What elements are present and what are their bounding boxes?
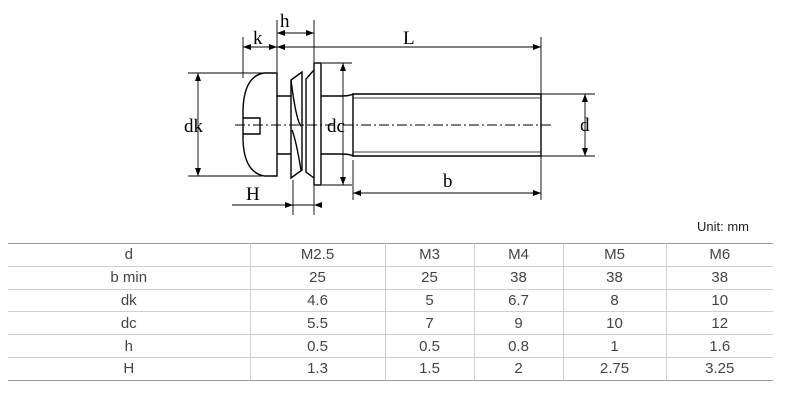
table-cell: 0.5 <box>384 334 475 358</box>
table-cell: 8 <box>562 288 667 313</box>
table-cell: 1 <box>562 334 667 358</box>
label-h: h <box>280 11 290 32</box>
head-slot <box>243 117 261 135</box>
unit-note: Unit: mm <box>697 219 749 234</box>
table-cell: 2 <box>473 356 564 381</box>
row-label-cell: h <box>8 334 251 358</box>
table-cell: 2.75 <box>562 356 667 381</box>
row-label-cell: d <box>8 243 251 267</box>
screw-head <box>242 72 278 177</box>
table-cell: 10 <box>562 311 667 336</box>
table-cell: 1.6 <box>665 334 773 358</box>
table-cell: 25 <box>249 265 386 290</box>
table-cell: 7 <box>384 311 475 336</box>
label-b: b <box>443 171 453 192</box>
table-cell: M3 <box>384 243 475 267</box>
table-cell: 25 <box>384 265 475 290</box>
table-cell: 38 <box>665 265 773 290</box>
row-label-cell: b min <box>8 265 251 290</box>
table-cell: 3.25 <box>665 356 773 381</box>
table-cell: M4 <box>473 243 564 267</box>
label-H: H <box>246 184 260 205</box>
label-dk: dk <box>184 116 204 137</box>
table-cell: 38 <box>473 265 564 290</box>
flat-washer <box>313 62 322 186</box>
table-cell: 9 <box>473 311 564 336</box>
label-d: d <box>580 115 590 136</box>
table-cell: M2.5 <box>249 243 386 267</box>
table-cell: 38 <box>562 265 667 290</box>
row-label-cell: H <box>8 356 251 381</box>
table-cell: 1.5 <box>384 356 475 381</box>
table-cell: 12 <box>665 311 773 336</box>
label-L: L <box>403 28 415 49</box>
table-cell: 5 <box>384 288 475 313</box>
row-label-cell: dc <box>8 311 251 336</box>
table-cell: 10 <box>665 288 773 313</box>
table-cell: 4.6 <box>249 288 386 313</box>
table-cell: 1.3 <box>249 356 386 381</box>
row-label-cell: dk <box>8 288 251 313</box>
table-cell: 5.5 <box>249 311 386 336</box>
table-cell: 0.8 <box>473 334 564 358</box>
table-cell: 0.5 <box>249 334 386 358</box>
table-cell: M5 <box>562 243 667 267</box>
label-k: k <box>253 28 263 49</box>
table-cell: M6 <box>665 243 773 267</box>
label-dc: dc <box>327 116 345 137</box>
screw-diagram: k h L dk dc d b H <box>184 11 595 215</box>
table-cell: 6.7 <box>473 288 564 313</box>
spring-washer <box>290 70 303 180</box>
